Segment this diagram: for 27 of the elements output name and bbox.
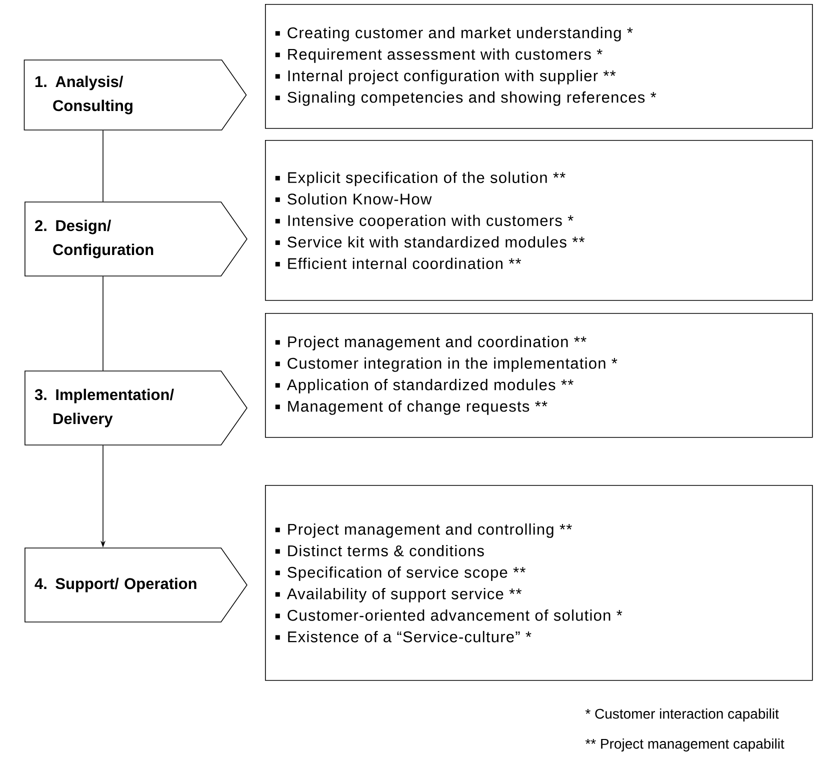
list-item: Explicit specification of the solution ** bbox=[275, 172, 566, 186]
text-box bbox=[265, 4, 813, 129]
connector bbox=[102, 130, 104, 202]
text-box bbox=[265, 140, 813, 301]
list-item: Service kit with standardized modules ** bbox=[275, 236, 585, 248]
list-item: Management of change requests ** bbox=[275, 400, 548, 415]
text-box bbox=[265, 484, 813, 681]
list-item: Specification of service scope ** bbox=[275, 566, 526, 581]
list-item: Requirement assessment with customers * bbox=[275, 48, 602, 63]
list-item: Application of standardized modules ** bbox=[275, 378, 574, 394]
list-item: Customer integration in the implementation * bbox=[275, 357, 618, 372]
footnote: * Customer interaction capabilit bbox=[585, 708, 779, 722]
list-item: Intensive cooperation with customers * bbox=[275, 214, 574, 230]
list-item: Internal project configuration with supplier ** bbox=[275, 70, 616, 84]
connector bbox=[102, 276, 104, 371]
list-item: Distinct terms & conditions bbox=[275, 544, 484, 556]
footnote: ** Project management capabilit bbox=[585, 738, 784, 752]
list-item: Efficient internal coordination ** bbox=[275, 258, 522, 270]
text-box bbox=[265, 312, 813, 438]
list-item: Customer-oriented advancement of solution * bbox=[275, 609, 622, 621]
list-item: Creating customer and market understanding * bbox=[275, 26, 633, 42]
list-item: Existence of a “Service-culture” * bbox=[275, 630, 532, 642]
list-item: Availability of support service ** bbox=[275, 588, 522, 602]
list-item: Project management and controlling ** bbox=[275, 523, 572, 538]
list-item: Solution Know-How bbox=[275, 193, 432, 205]
list-item: Project management and coordination ** bbox=[275, 336, 586, 350]
list-item: Signaling competencies and showing references * bbox=[275, 91, 656, 106]
